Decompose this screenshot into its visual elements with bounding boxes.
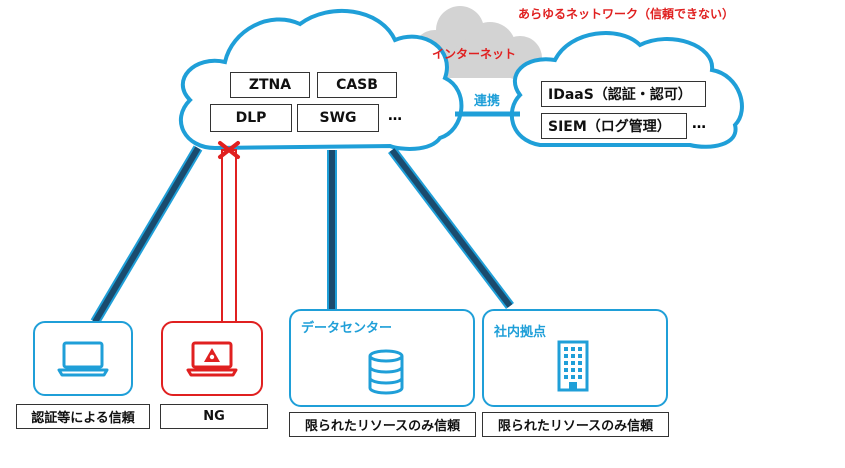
endpoint-laptop-panel	[33, 321, 133, 396]
endpoint-branch-panel: 社内拠点	[482, 309, 668, 407]
connector-branch	[388, 146, 514, 310]
endpoint-branch-caption: 限られたリソースのみ信頼	[482, 412, 669, 437]
database-icon	[368, 349, 404, 395]
branch-title: 社内拠点	[494, 325, 547, 340]
connector-laptop	[90, 145, 203, 325]
service-swg: SWG	[297, 104, 379, 132]
infected-laptop-icon	[186, 341, 238, 377]
laptop-icon	[57, 341, 109, 377]
service-dlp: DLP	[210, 104, 292, 132]
service-ztna: ZTNA	[230, 72, 310, 98]
endpoint-laptop-caption: 認証等による信頼	[16, 404, 150, 429]
datacenter-title: データセンター	[301, 321, 393, 336]
endpoint-datacenter-panel: データセンター	[289, 309, 475, 407]
service-casb: CASB	[317, 72, 397, 98]
service-siem: SIEM（ログ管理）	[541, 113, 687, 139]
link-label: 連携	[474, 94, 501, 109]
idp-more-ellipsis: …	[692, 116, 706, 132]
endpoint-datacenter-caption: 限られたリソースのみ信頼	[289, 412, 476, 437]
endpoint-ng-caption: NG	[160, 404, 268, 429]
internet-label: インターネット	[432, 47, 517, 61]
untrusted-network-note: あらゆるネットワーク（信頼できない）	[518, 7, 735, 21]
block-x-icon	[218, 141, 240, 159]
service-idaas: IDaaS（認証・認可）	[541, 81, 706, 107]
endpoint-ng-panel	[161, 321, 263, 396]
building-icon	[557, 340, 589, 392]
security-more-ellipsis: …	[388, 108, 402, 124]
blocked-connector	[221, 149, 237, 323]
